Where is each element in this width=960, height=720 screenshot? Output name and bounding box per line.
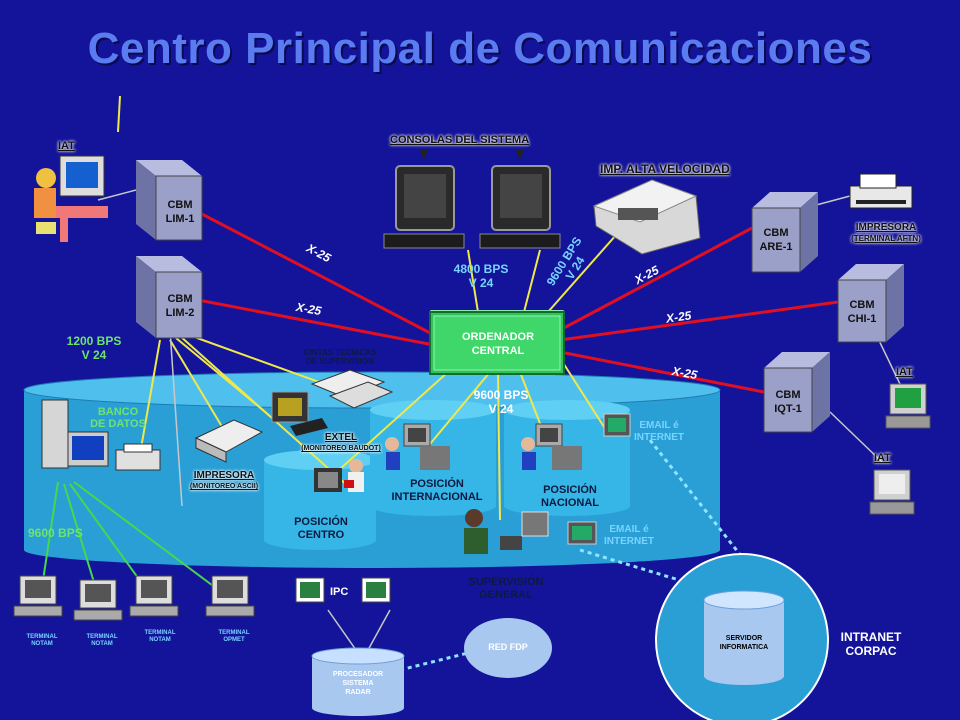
terminals (13, 575, 255, 621)
data-bank-server (41, 399, 161, 471)
high-speed-printer-label: IMP. ALTA VELOCIDAD (600, 162, 730, 176)
red-fdp-bubble (464, 618, 552, 678)
central-computer-box (429, 310, 565, 375)
ipc-computers (295, 577, 391, 603)
iat-user-figure (34, 155, 108, 242)
ascii-printer (194, 419, 264, 463)
high-speed-printer (592, 179, 701, 255)
extel-label: EXTEL (MONITOREO BAUDOT) (301, 432, 381, 452)
extel-computer (271, 391, 328, 436)
ipc-label: IPC (330, 586, 349, 598)
email-monitor-lower (567, 521, 597, 545)
position-internacional-operator (385, 423, 450, 470)
terminals-speed-label: 9600 BPS (28, 526, 83, 540)
email-monitor-upper (603, 413, 631, 437)
iat-label-left: IAT (58, 140, 75, 152)
tape-printers (310, 369, 394, 409)
position-nacional-operator (521, 423, 582, 470)
server-cylinder (703, 590, 785, 685)
radar-processor-cylinder (311, 647, 405, 716)
iat-label-iqt: IAT (874, 452, 891, 464)
consoles-label: CONSOLAS DEL SISTEMA (390, 134, 530, 146)
iat-computer-chi (885, 383, 931, 429)
red-fdp-label: RED FDP (488, 642, 528, 652)
aftn-printer-label: IMPRESORA (TERMINAL AFTN) (851, 222, 921, 243)
iat-label-chi: IAT (896, 366, 913, 378)
aftn-printer (849, 173, 913, 209)
ascii-printer-label: IMPRESORA (MONITOREO ASCII) (189, 470, 259, 490)
cbm-boxes (136, 160, 904, 433)
system-consoles (383, 150, 561, 249)
supervision-operator (464, 509, 549, 554)
position-centro-operator (314, 459, 364, 492)
page-title: Centro Principal de Comunicaciones (87, 24, 873, 73)
iat-computer-iqt (869, 469, 915, 515)
